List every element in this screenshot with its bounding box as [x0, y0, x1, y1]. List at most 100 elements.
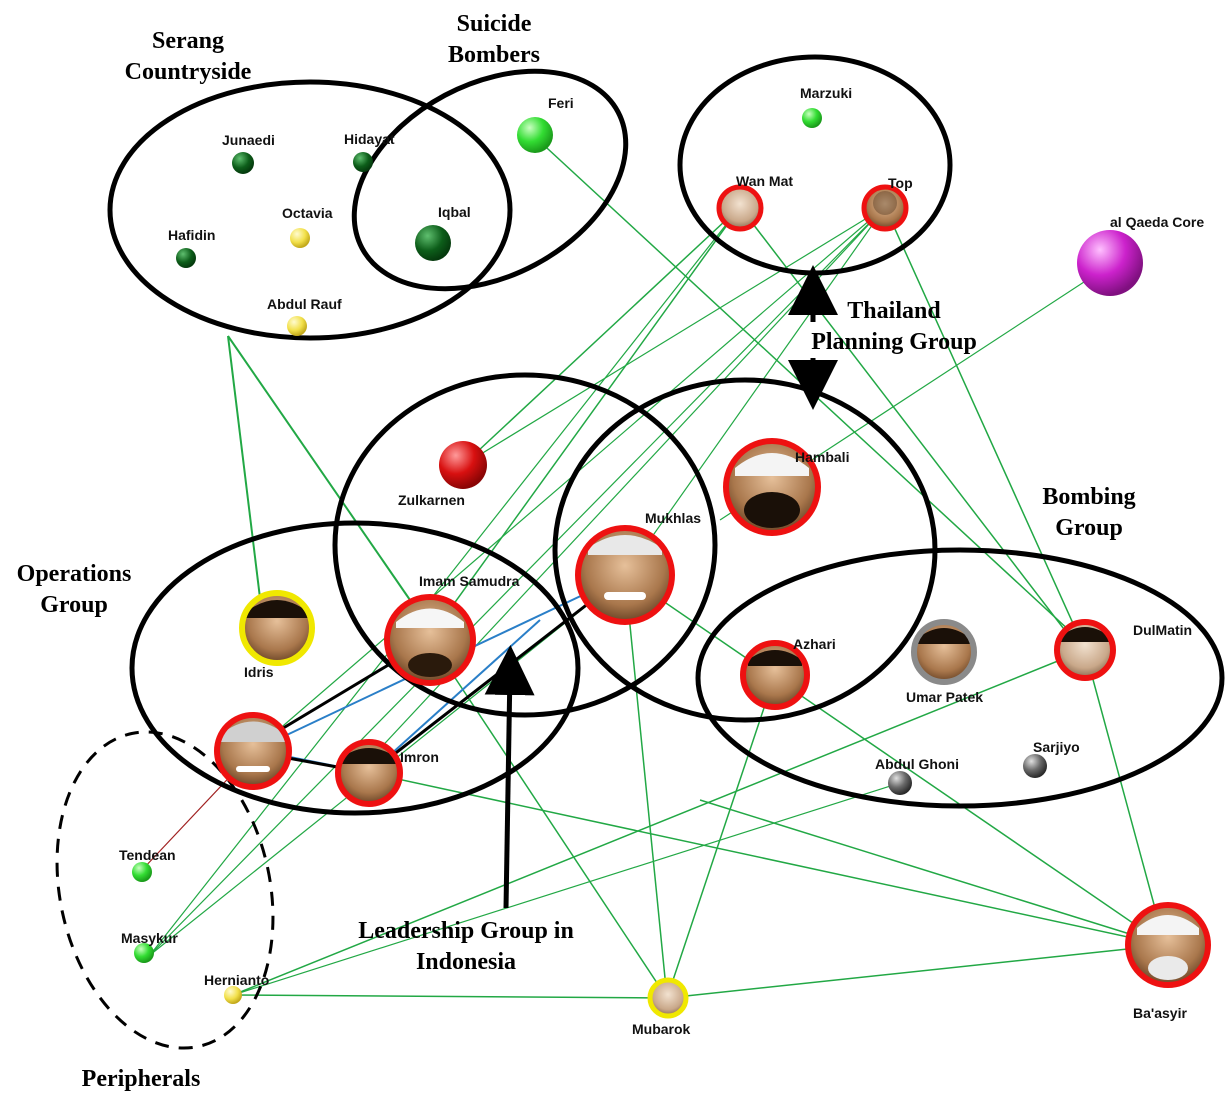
link — [369, 772, 1166, 946]
group-label-line: Bombing — [1042, 484, 1135, 510]
umar-patek-node[interactable] — [911, 619, 977, 685]
imam-samudra-label: Imam Samudra — [419, 573, 520, 589]
hernianto-node[interactable] — [224, 986, 242, 1004]
tendean-node[interactable] — [132, 862, 152, 882]
link — [434, 206, 741, 631]
junaedi-node[interactable] — [232, 152, 254, 174]
wan-mat-label: Wan Mat — [736, 173, 793, 189]
mubarok-node[interactable] — [647, 977, 689, 1019]
sarjiyo-label: Sarjiyo — [1033, 739, 1080, 755]
group-label-line: Group — [1055, 515, 1123, 541]
mukhlas-label: Mukhlas — [645, 510, 701, 526]
octavia-label: Octavia — [282, 205, 333, 221]
group-label-line: Leadership Group in — [358, 918, 574, 944]
portrait-nodes — [214, 184, 1211, 1019]
hambali-label: Hambali — [795, 449, 849, 465]
link — [666, 674, 776, 999]
operations-member-node[interactable] — [214, 712, 292, 790]
masykur-label: Masykur — [121, 930, 178, 946]
leadership-arrow — [484, 645, 535, 909]
leadership-ellipse-left — [332, 372, 718, 718]
dulmatin-label: DulMatin — [1133, 622, 1192, 638]
idris-label: Idris — [244, 664, 274, 680]
hambali-node[interactable] — [723, 438, 821, 536]
al-qaeda-core-node[interactable] — [1077, 230, 1143, 296]
group-label-line: Serang — [152, 28, 224, 54]
link — [149, 206, 741, 956]
imam-samudra-node[interactable] — [384, 594, 476, 686]
abdul-rauf-node[interactable] — [287, 316, 307, 336]
top-node[interactable] — [861, 184, 909, 232]
idris-node[interactable] — [239, 590, 315, 666]
group-label-line: Bombers — [448, 42, 540, 68]
link — [429, 639, 668, 999]
mukhlas-node[interactable] — [575, 525, 675, 625]
arrows — [484, 265, 838, 909]
azhari-label: Azhari — [793, 636, 836, 652]
feri-node[interactable] — [517, 117, 553, 153]
marzuki-label: Marzuki — [800, 85, 852, 101]
baasyir-label: Ba'asyir — [1133, 1005, 1187, 1021]
link — [232, 994, 668, 999]
group-label-line: Planning Group — [811, 329, 977, 355]
link — [462, 206, 886, 466]
iqbal-label: Iqbal — [438, 204, 471, 220]
hafidin-node[interactable] — [176, 248, 196, 268]
top-label: Top — [888, 175, 913, 191]
sarjiyo-node[interactable] — [1023, 754, 1047, 778]
baasyir-node[interactable] — [1125, 902, 1211, 988]
link — [884, 206, 1086, 651]
mubarok-label: Mubarok — [632, 1021, 691, 1037]
serang-countryside-ellipse — [107, 79, 513, 341]
feri-label: Feri — [548, 95, 574, 111]
group-ellipses — [55, 54, 1225, 1050]
link — [666, 944, 1166, 999]
hidayat-node[interactable] — [353, 152, 373, 172]
wan-mat-node[interactable] — [716, 184, 764, 232]
hafidin-label: Hafidin — [168, 227, 215, 243]
link — [227, 335, 411, 601]
imron-node[interactable] — [335, 739, 403, 807]
azhari-node[interactable] — [740, 640, 810, 710]
marzuki-node[interactable] — [802, 108, 822, 128]
abdul-ghoni-label: Abdul Ghoni — [875, 756, 959, 772]
group-label-line: Countryside — [125, 59, 252, 85]
group-label-line: Thailand — [847, 298, 941, 324]
link — [624, 574, 668, 999]
zulkarnen-node[interactable] — [439, 441, 487, 489]
group-label-line: Indonesia — [416, 949, 516, 975]
abdul-ghoni-node[interactable] — [888, 771, 912, 795]
dulmatin-node[interactable] — [1054, 619, 1116, 681]
umar-patek-label: Umar Patek — [906, 689, 983, 705]
peripherals-ellipse — [55, 730, 275, 1050]
sphere-nodes — [132, 108, 1143, 1004]
junaedi-label: Junaedi — [222, 132, 275, 148]
bombing-group-ellipse — [695, 547, 1225, 809]
octavia-node[interactable] — [290, 228, 310, 248]
group-label-line: Operations — [17, 561, 132, 587]
link — [232, 782, 901, 996]
tendean-label: Tendean — [119, 847, 176, 863]
operations-group-ellipse — [129, 520, 581, 816]
link — [1084, 649, 1166, 946]
iqbal-node[interactable] — [415, 225, 451, 261]
link — [149, 206, 886, 956]
peripherals-label: Peripherals — [82, 1066, 201, 1092]
node-labels: Junaedi Hidayat Octavia Hafidin Iqbal Ab… — [119, 85, 1204, 1037]
hernianto-label: Hernianto — [204, 972, 269, 988]
abdul-rauf-label: Abdul Rauf — [267, 296, 342, 312]
group-label-line: Group — [40, 592, 108, 618]
leadership-group-label: Leadership Group in Indonesia — [358, 918, 574, 975]
masykur-node[interactable] — [134, 943, 154, 963]
group-label-line: Peripherals — [82, 1066, 201, 1092]
link — [227, 335, 261, 599]
imron-label: Imron — [400, 749, 439, 765]
